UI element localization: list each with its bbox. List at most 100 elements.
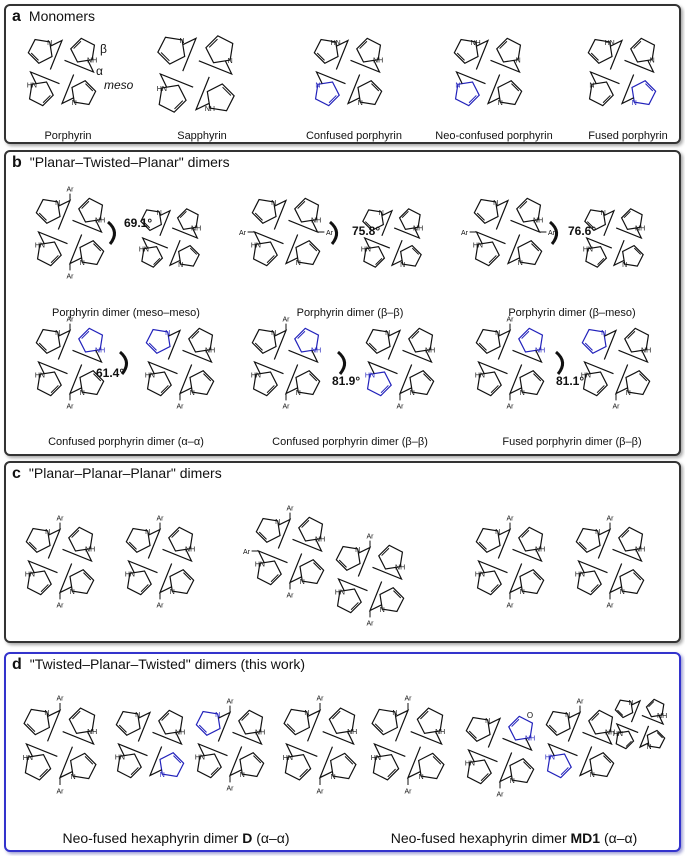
nitrogen-label: N (626, 390, 631, 397)
caption-fused-dimer-beta: Fused porphyrin dimer (β–β) (502, 436, 642, 448)
nitrogen-label: N (380, 607, 385, 614)
double-bond (380, 385, 389, 394)
double-bond (140, 584, 149, 593)
ar-label: Ar (577, 699, 585, 706)
porphyrin-pyrrole (78, 197, 104, 223)
double-bond (420, 710, 429, 720)
porphyrin-pyrrole (518, 327, 544, 353)
double-bond (468, 95, 477, 104)
ar-label: Ar (283, 404, 291, 411)
caption-dimer-beta-beta: Porphyrin dimer (β–β) (296, 307, 404, 319)
double-bond (309, 243, 318, 252)
nitrogen-label: N (400, 262, 405, 269)
porphyrin-pyrrole (399, 244, 422, 267)
nitrogen-label: HN (575, 571, 585, 578)
porphyrin-pyrrole (69, 569, 95, 595)
double-bond (375, 257, 383, 266)
double-bond (490, 584, 499, 593)
nitrogen-label: HN (35, 242, 45, 249)
double-bond (521, 330, 530, 339)
double-bond (560, 767, 569, 776)
porphyrin-pyrrole (125, 527, 151, 553)
double-bond (633, 247, 642, 255)
porphyrin-pyrrole (283, 708, 311, 736)
nitrogen-label: N (498, 100, 503, 107)
nitrogen-label: NH (255, 730, 265, 737)
double-bond (270, 574, 279, 583)
angle-label-3: 76.6° (568, 224, 597, 238)
nitrogen-label: HN (23, 755, 33, 762)
nitrogen-label: N (601, 330, 606, 337)
ar-label: Ar (67, 187, 75, 194)
meso-bridge (402, 349, 433, 364)
twist-arrow (118, 350, 128, 375)
porphyrin-pyrrole (614, 699, 634, 719)
nitrogen-label: NH (315, 537, 325, 544)
nitrogen-label: N (622, 262, 627, 269)
porphyrin-pyrrole (205, 35, 234, 64)
porphyrin-pyrrole (35, 198, 61, 224)
ar-label: Ar (367, 534, 375, 541)
meso-bridge (583, 360, 614, 375)
nitrogen-label: HN (251, 242, 261, 249)
porphyrin-pyrrole (23, 708, 51, 736)
double-bond (241, 712, 250, 721)
meso-bridge (393, 227, 421, 240)
porphyrin-pyrrole (68, 526, 94, 552)
double-bond (490, 385, 499, 394)
nitrogen-label: N (47, 40, 52, 47)
double-bond (584, 342, 593, 351)
double-bond (511, 718, 520, 727)
nitrogen-label: N (632, 100, 637, 107)
meso-bridge (624, 59, 655, 74)
porphyrin-pyrrole (256, 560, 282, 586)
porphyrin-pyrrole (239, 752, 265, 778)
porphyrin-pyrrole (585, 245, 608, 268)
porphyrin-pyrrole (25, 527, 51, 553)
double-bond (633, 572, 642, 581)
porphyrin-pyrrole (363, 245, 386, 268)
ar-label: Ar (497, 792, 505, 799)
porphyrin-pyrrole (336, 588, 362, 614)
meso-bridge (137, 711, 152, 742)
meso-bridge (630, 699, 642, 723)
meso-bridge (512, 548, 543, 563)
ar-label: Ar (177, 404, 185, 411)
porphyrin-pyrrole (26, 570, 52, 596)
meso-bridge (381, 209, 394, 237)
nitrogen-label: HN (115, 754, 125, 761)
meso-bridge (37, 360, 68, 375)
double-bond (344, 756, 354, 765)
double-bond (645, 83, 654, 92)
porphyrin-pyrrole (365, 328, 391, 354)
meso-bridge (547, 742, 578, 757)
porphyrin-pyrrole (141, 245, 164, 268)
nitrogen-label: N (595, 529, 600, 536)
meso-bridge (490, 59, 521, 74)
nitrogen-label: N (379, 210, 384, 217)
ar-label: Ar (326, 230, 334, 237)
double-bond (411, 247, 420, 255)
nitrogen-label: NH (191, 225, 201, 232)
porphyrin-pyrrole (24, 753, 52, 781)
porphyrin-pyrrole (177, 244, 200, 267)
porphyrin-pyrrole (475, 527, 501, 553)
double-bond (81, 200, 90, 209)
porphyrin-pyrrole (284, 753, 312, 781)
double-bond (161, 712, 170, 721)
nitrogen-label: NH (395, 565, 405, 572)
porphyrin-pyrrole (416, 707, 444, 735)
nitrogen-label: N (296, 260, 301, 267)
double-bond (297, 200, 306, 209)
double-bond (148, 342, 157, 351)
nitrogen-label: HN (545, 754, 555, 761)
nitrogen-label: N (160, 772, 165, 779)
nitrogen-label: N (72, 100, 77, 107)
porphyrin-pyrrole (157, 36, 186, 65)
nitrogen-label: HN (331, 40, 341, 47)
nitrogen-label: NH (641, 348, 651, 355)
nitrogen-label: N (271, 330, 276, 337)
ar-label: Ar (507, 317, 515, 324)
porphyrin-pyrrole (509, 758, 535, 784)
